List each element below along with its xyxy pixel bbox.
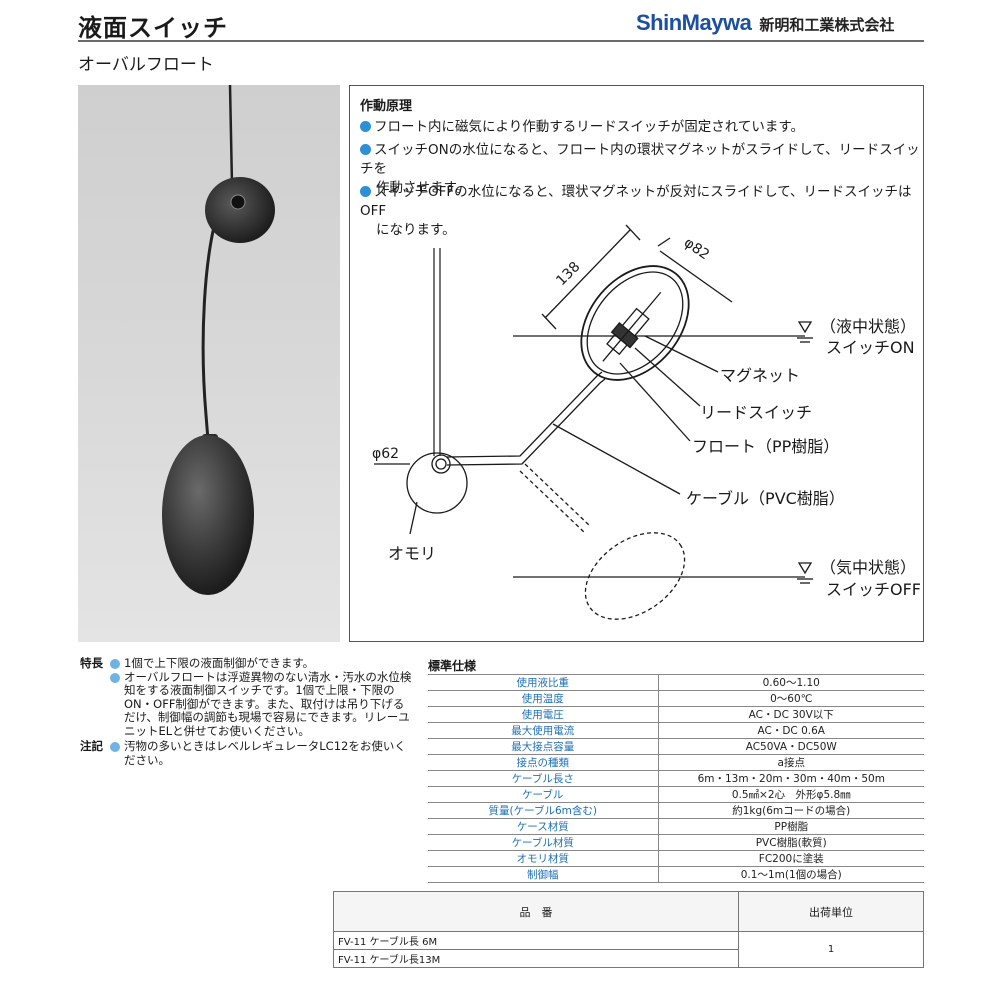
leader-reed: [634, 347, 701, 407]
order-unit-value: 1: [738, 931, 924, 968]
switch-on-label: スイッチON: [826, 338, 915, 357]
order-col-part: 品 番: [333, 891, 739, 932]
bullet-dot-icon: [110, 659, 120, 669]
product-photo: [78, 85, 340, 642]
state-off-label: （気中状態）: [820, 558, 917, 577]
reed-switch-label: リードスイッチ: [700, 403, 813, 422]
principle-panel: 作動原理 フロート内に磁気により作動するリードスイッチが固定されています。 スイ…: [349, 85, 924, 642]
principle-bullet-1: フロート内に磁気により作動するリードスイッチが固定されています。: [360, 118, 920, 137]
state-on-label: （液中状態）: [820, 317, 917, 336]
brand: ShinMaywa 新明和工業株式会社: [636, 10, 894, 36]
weight-shape: [406, 452, 468, 514]
feature-item: 1個で上下限の液面制御ができます。: [110, 656, 415, 671]
cable-label: ケーブル（PVC樹脂）: [686, 489, 845, 508]
float-label: フロート（PP樹脂）: [692, 437, 840, 456]
leader-float: [619, 362, 691, 442]
page-subtitle: オーバルフロート: [78, 55, 214, 75]
bullet-dot-icon: [110, 672, 120, 683]
leader-cable: [552, 423, 681, 495]
order-part-1: FV-11 ケーブル長 6M: [333, 931, 739, 950]
features-heading: 特長: [80, 656, 103, 670]
bullet-dot-icon: [360, 144, 371, 155]
table-row: FV-11 ケーブル長 6M 1: [333, 931, 924, 968]
spec-title: 標準仕様: [428, 659, 477, 673]
bullet-dot-icon: [110, 742, 120, 752]
principle-diagram: [374, 224, 813, 620]
order-col-unit: 出荷単位: [738, 891, 924, 932]
brand-name: 新明和工業株式会社: [759, 16, 895, 34]
table-header-row: 品 番 出荷単位: [333, 891, 924, 932]
water-level-on-icon: [797, 321, 813, 343]
leader-weight: [409, 501, 418, 535]
switch-off-label: スイッチOFF: [826, 580, 922, 599]
header-rule: [78, 40, 924, 42]
table-row: 質量(ケーブル6m含む)約1kg(6mコードの場合): [428, 802, 924, 819]
order-table: 品 番 出荷単位 FV-11 ケーブル長 6M 1 FV-11 ケーブル長13M: [333, 891, 924, 968]
note-item: 汚物の多いときはレベルレギュレータLC12をお使いください。: [110, 739, 415, 767]
bullet-dot-icon: [360, 121, 371, 132]
order-part-2: FV-11 ケーブル長13M: [333, 949, 739, 968]
page-title: 液面スイッチ: [78, 14, 228, 42]
brand-logo: ShinMaywa: [636, 10, 752, 35]
bullet-dot-icon: [360, 186, 371, 197]
dim-weight-label: φ62: [372, 446, 400, 462]
principle-bullet-3: スイッチOFFの水位になると、環状マグネットが反対にスライドして、リードスイッチ…: [360, 184, 912, 238]
product-photo-drawing: [162, 85, 275, 595]
principle-bullet-2: スイッチONの水位になると、フロート内の環状マグネットがスライドして、リードスイ…: [360, 142, 920, 196]
leader-magnet: [644, 335, 719, 373]
water-level-off-icon: [797, 562, 813, 584]
principle-title: 作動原理: [360, 99, 413, 114]
note-heading: 注記: [80, 739, 103, 753]
features-section: 特長 1個で上下限の液面制御ができます。 オーバルフロートは浮遊異物のない清水・…: [80, 656, 415, 767]
table-row: FV-11 ケーブル長13M: [333, 949, 924, 968]
magnet-label: マグネット: [720, 366, 801, 385]
weight-label: オモリ: [388, 544, 437, 563]
feature-item: オーバルフロートは浮遊異物のない清水・汚水の水位検知をする液面制御スイッチです。…: [110, 670, 415, 739]
